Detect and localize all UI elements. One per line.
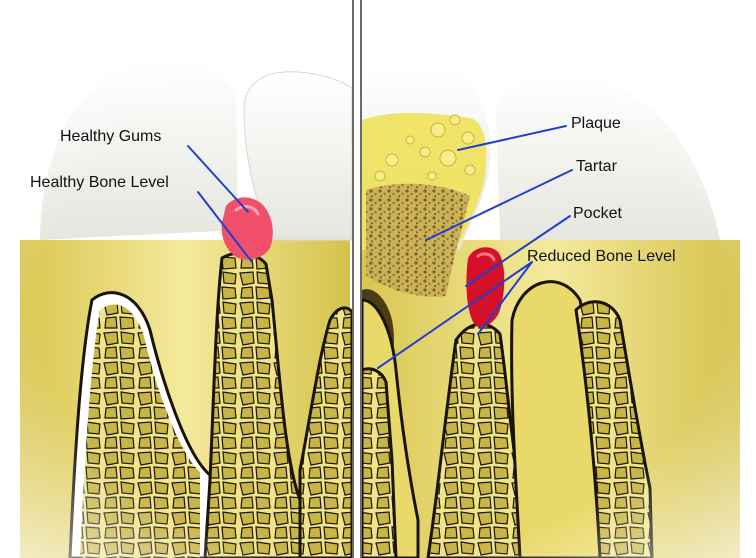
label-pocket: Pocket: [573, 205, 622, 222]
divider-line: [353, 0, 360, 558]
label-plaque: Plaque: [571, 115, 621, 132]
pointer-pocket: [465, 215, 571, 287]
label-healthy-bone-level: Healthy Bone Level: [30, 174, 169, 191]
pointer-reduced-bone-level-a: [377, 261, 533, 369]
label-healthy-gums: Healthy Gums: [60, 128, 162, 145]
label-reduced-bone-level: Reduced Bone Level: [527, 248, 676, 265]
pointer-healthy-gums: [187, 145, 249, 213]
pointer-plaque: [457, 125, 567, 151]
top-white-band: [0, 0, 756, 40]
pointer-lines: [187, 125, 573, 369]
label-tartar: Tartar: [576, 158, 617, 175]
pointer-healthy-bone-level: [197, 191, 253, 263]
pointer-reduced-bone-level-b: [477, 261, 533, 335]
pointer-tartar: [425, 169, 573, 241]
